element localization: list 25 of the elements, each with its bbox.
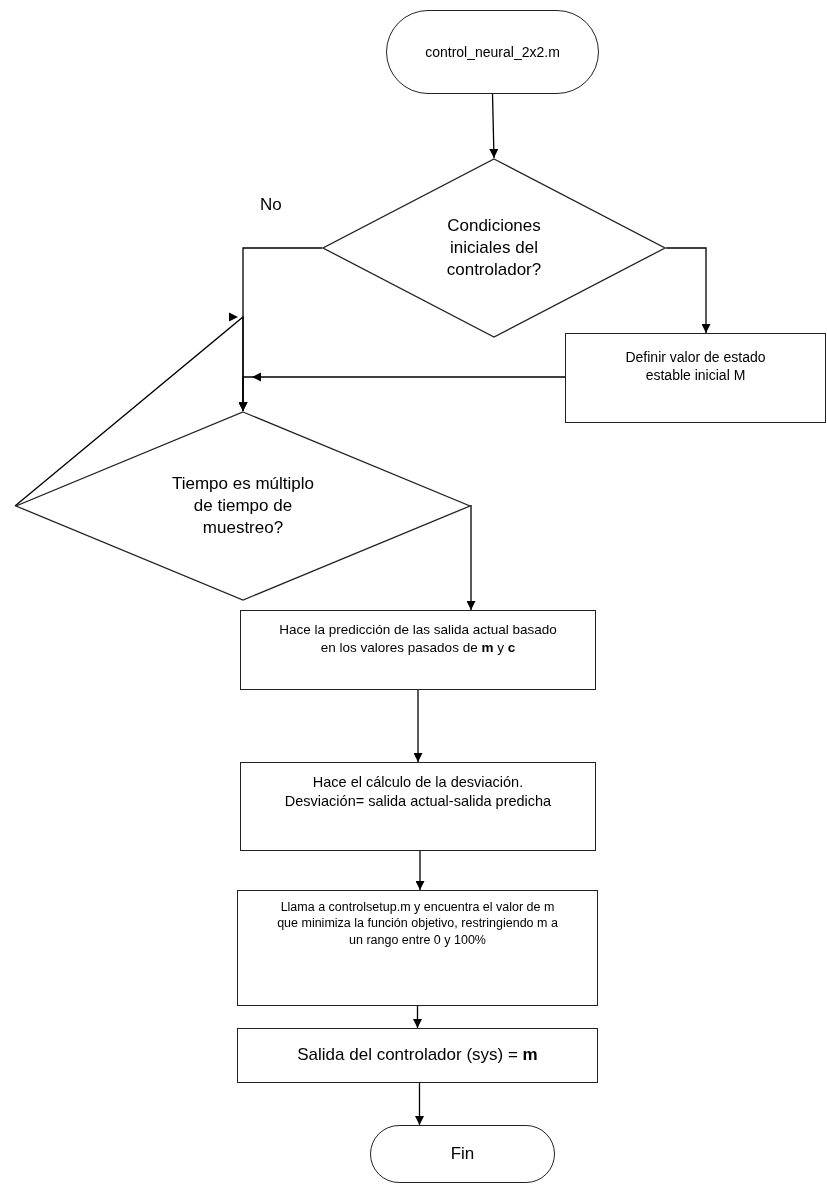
step-text: Definir valor de estado estable inicial M bbox=[624, 348, 767, 385]
connector-arrow bbox=[413, 1005, 422, 1029]
connector-arrow bbox=[415, 850, 425, 891]
process-box bbox=[240, 762, 596, 851]
connector-arrow bbox=[665, 247, 711, 334]
process-box bbox=[237, 890, 598, 1006]
connector-arrow bbox=[466, 504, 476, 611]
decision-diamond bbox=[322, 158, 666, 338]
step-text: control_neural_2x2.m bbox=[425, 42, 560, 62]
step-text: Salida del controlador (sys) = m bbox=[297, 1044, 538, 1067]
connector-arrow bbox=[489, 93, 499, 159]
connector-arrow bbox=[413, 689, 423, 763]
process-box bbox=[565, 333, 826, 423]
connector-arrow bbox=[415, 1082, 424, 1126]
step-text: Fin bbox=[450, 1142, 475, 1165]
connector-arrow bbox=[14, 312, 248, 507]
edge-label: No bbox=[260, 195, 282, 215]
step-text: Hace el cálculo de la desviación. Desviación= salida actual-salida predicha bbox=[283, 773, 553, 811]
decision-text: Tiempo es múltiplo de tiempo de muestreo? bbox=[170, 472, 315, 540]
decision-text: Condiciones iniciales del controlador? bbox=[445, 214, 543, 282]
process-box bbox=[237, 1028, 598, 1083]
step-text: Llama a controlsetup.m y encuentra el valor de m que minimiza la función objetivo, restringiendo m a un rango entre 0 y 100% bbox=[276, 899, 559, 948]
process-box bbox=[240, 610, 596, 690]
step-text: Hace la predicción de las salida actual basado en los valores pasados de m y c bbox=[278, 621, 558, 657]
decision-diamond bbox=[15, 411, 471, 601]
